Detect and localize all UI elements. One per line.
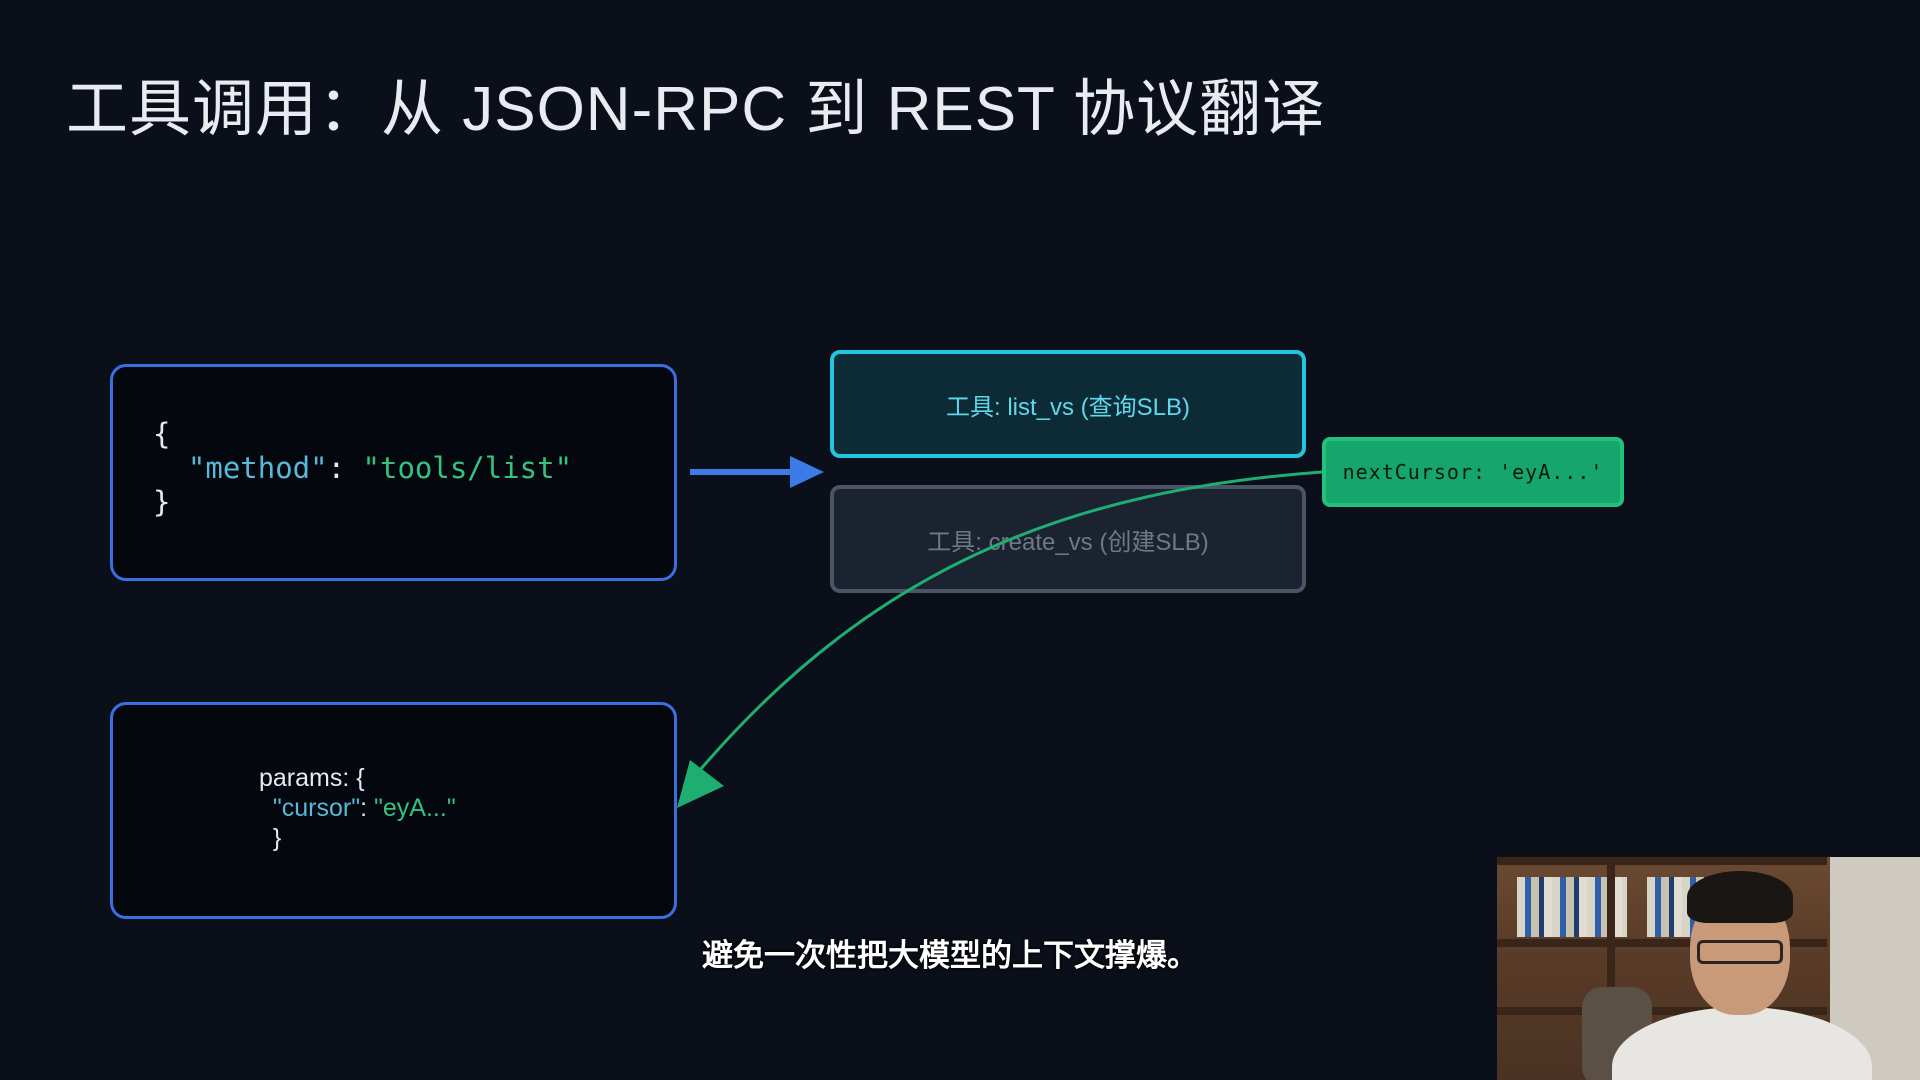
cursor-key: "cursor" [272, 794, 361, 822]
request-code-box: { "method": "tools/list" } [110, 364, 677, 581]
tool-create-vs-label: 工具: create_vs (创建SLB) [927, 528, 1209, 556]
tool-list-vs-label: 工具: list_vs (查询SLB) [945, 393, 1191, 421]
params-code-box: params: { "cursor": "eyA..." } [110, 702, 677, 919]
presenter-webcam [1497, 857, 1920, 1080]
method-colon: : [327, 451, 363, 485]
cursor-colon: : [360, 794, 375, 822]
open-brace: { [153, 417, 171, 451]
request-code: { "method": "tools/list" } [153, 417, 572, 519]
next-cursor-text: nextCursor: 'eyA...' [1342, 460, 1604, 484]
slide-title: 工具调用：从 JSON-RPC 到 REST 协议翻译 [66, 75, 1326, 144]
method-value: "tools/list" [362, 451, 573, 485]
request-arrow [690, 456, 824, 488]
params-code: params: { "cursor": "eyA..." } [259, 763, 456, 853]
glasses-icon [1697, 940, 1783, 964]
close-brace: } [153, 485, 171, 519]
params-close: } [272, 824, 282, 852]
params-open: params: { [259, 764, 365, 792]
tool-list-vs: 工具: list_vs (查询SLB) [830, 350, 1306, 458]
tool-create-vs: 工具: create_vs (创建SLB) [830, 485, 1306, 593]
method-key: "method" [187, 451, 328, 485]
next-cursor-badge: nextCursor: 'eyA...' [1322, 437, 1624, 507]
cursor-value: "eyA..." [374, 794, 456, 822]
video-subtitle: 避免一次性把大模型的上下文撑爆。 [702, 938, 1198, 973]
